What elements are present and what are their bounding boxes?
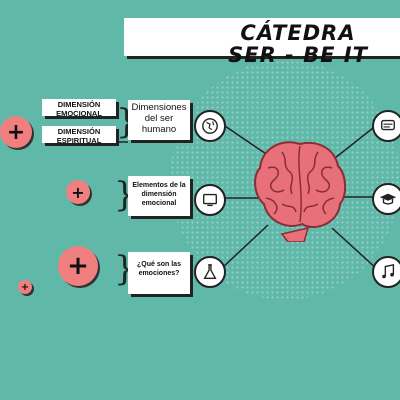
- dimension-espiritual-label[interactable]: DIMENSIÓN ESPIRITUAL: [42, 126, 116, 143]
- music-note-icon[interactable]: [372, 256, 400, 288]
- que-son-las-emociones[interactable]: ¿Qué son las emociones?: [128, 252, 190, 294]
- globe-icon[interactable]: [194, 110, 226, 142]
- dimensiones-del-ser-humano[interactable]: Dimensiones del ser humano: [128, 100, 190, 140]
- expand-button-4[interactable]: +: [18, 280, 32, 294]
- elementos-dimension-emocional[interactable]: Elementos de la dimensión emocional: [128, 176, 190, 216]
- expand-button-1[interactable]: +: [0, 116, 32, 148]
- expand-button-3[interactable]: +: [58, 246, 98, 286]
- tv-icon[interactable]: [194, 184, 226, 216]
- dimension-emocional-label[interactable]: DIMENSIÓN EMOCIONAL: [42, 99, 116, 116]
- graduation-cap-icon[interactable]: [372, 183, 400, 215]
- expand-button-2[interactable]: +: [66, 180, 90, 204]
- page-title: CÁTEDRA SER - BE IT: [228, 21, 368, 67]
- lab-flask-icon[interactable]: [194, 256, 226, 288]
- chat-icon[interactable]: [372, 110, 400, 142]
- brain-illustration: [254, 141, 346, 242]
- title-banner: [124, 18, 400, 56]
